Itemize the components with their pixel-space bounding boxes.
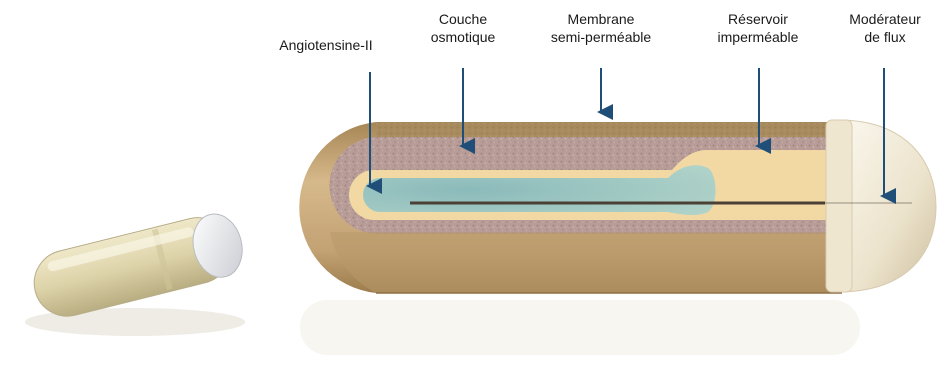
label-couche-line2: osmotique bbox=[431, 28, 496, 46]
label-couche-line1: Couche bbox=[431, 10, 496, 28]
label-reservoir-line2: imperméable bbox=[718, 28, 799, 46]
label-membrane-line2: semi-perméable bbox=[551, 28, 651, 46]
label-membrane-line1: Membrane bbox=[551, 10, 651, 28]
label-angiotensine: Angiotensine-II bbox=[279, 36, 372, 54]
small-capsule bbox=[25, 208, 249, 336]
label-reservoir: Réservoir imperméable bbox=[718, 10, 799, 46]
label-moderateur-line1: Modérateur bbox=[849, 10, 921, 28]
label-membrane: Membrane semi-perméable bbox=[551, 10, 651, 46]
label-moderateur-line2: de flux bbox=[849, 28, 921, 46]
label-reservoir-line1: Réservoir bbox=[718, 10, 799, 28]
label-couche-osmotique: Couche osmotique bbox=[431, 10, 496, 46]
cutaway-capsule bbox=[299, 120, 936, 355]
label-moderateur: Modérateur de flux bbox=[849, 10, 921, 46]
